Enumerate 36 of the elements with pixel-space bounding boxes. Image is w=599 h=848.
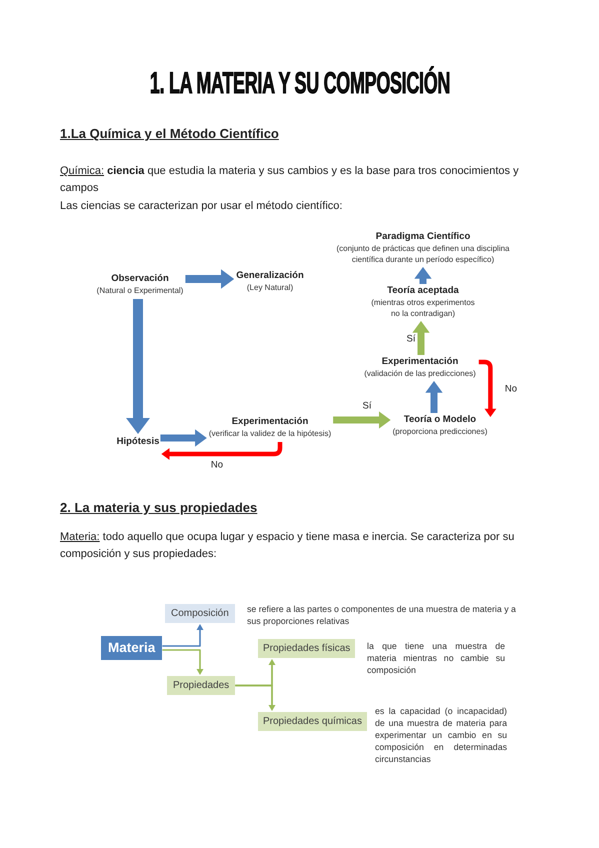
paragraph: Química: ciencia que estudia la materia y sus cambios y es la base para tros conocimientos y campos (60, 164, 520, 196)
step-text: Teoría o Modelo (proporciona predicciones) (392, 414, 488, 437)
step-text: Teoría aceptada (mientras otros experimentos no la contradigan) (366, 285, 480, 319)
step-text: Experimentación (validación de las predicciones) (364, 356, 476, 379)
edge-label: Sí (406, 334, 416, 344)
concept-box: Propiedades físicas (258, 639, 356, 658)
concept-box: Propiedades (167, 676, 236, 695)
concept-box: Composición (165, 604, 235, 623)
paragraph: Las ciencias se caracterizan por usar el método científico: (60, 199, 344, 214)
concept-box: Propiedades químicas (258, 712, 367, 731)
arrow (185, 269, 234, 289)
step-text: Generalización (Ley Natural) (236, 270, 304, 293)
arrow (126, 299, 150, 434)
description-text: se refiere a las partes o componentes de una muestra de materia y a sus proporciones relativas (247, 603, 517, 627)
description-text: es la capacidad (o incapacidad) de una muestra de materia para experimentar un cambio en su composición en determinadas circunstancias (375, 705, 507, 765)
description-text: la que tiene una muestra de materia mientras no cambie su composición (367, 640, 505, 676)
section-heading: 1.La Química y el Método Científico (60, 126, 279, 142)
step-text: Paradigma Científico (conjunto de prácticas que definen una disciplina científica durante un período específico) (328, 231, 518, 265)
page-title: 1. LA MATERIA Y SU COMPOSICIÓN (149, 68, 450, 100)
step-text: Observación (Natural o Experimental) (96, 273, 184, 296)
paragraph: Materia: todo aquello que ocupa lugar y espacio y tiene masa e inercia. Se caracteriza por su composición y sus propiedades: (60, 530, 516, 562)
section-heading: 2. La materia y sus propiedades (60, 500, 258, 516)
arrow (160, 429, 207, 447)
main-concept-box: Materia (101, 636, 162, 660)
edge-label: No (210, 460, 224, 470)
arrow (425, 380, 443, 413)
arrow (412, 320, 430, 355)
step-text: Experimentación (verificar la validez de la hipótesis) (208, 416, 332, 439)
step-text: Hipótesis (116, 436, 160, 448)
edge-label: Sí (362, 400, 372, 412)
arrow (414, 266, 432, 284)
arrow (333, 411, 391, 429)
arrow (162, 624, 204, 647)
edge-label: No (504, 384, 518, 394)
arrow (162, 649, 204, 675)
arrow (235, 684, 276, 712)
